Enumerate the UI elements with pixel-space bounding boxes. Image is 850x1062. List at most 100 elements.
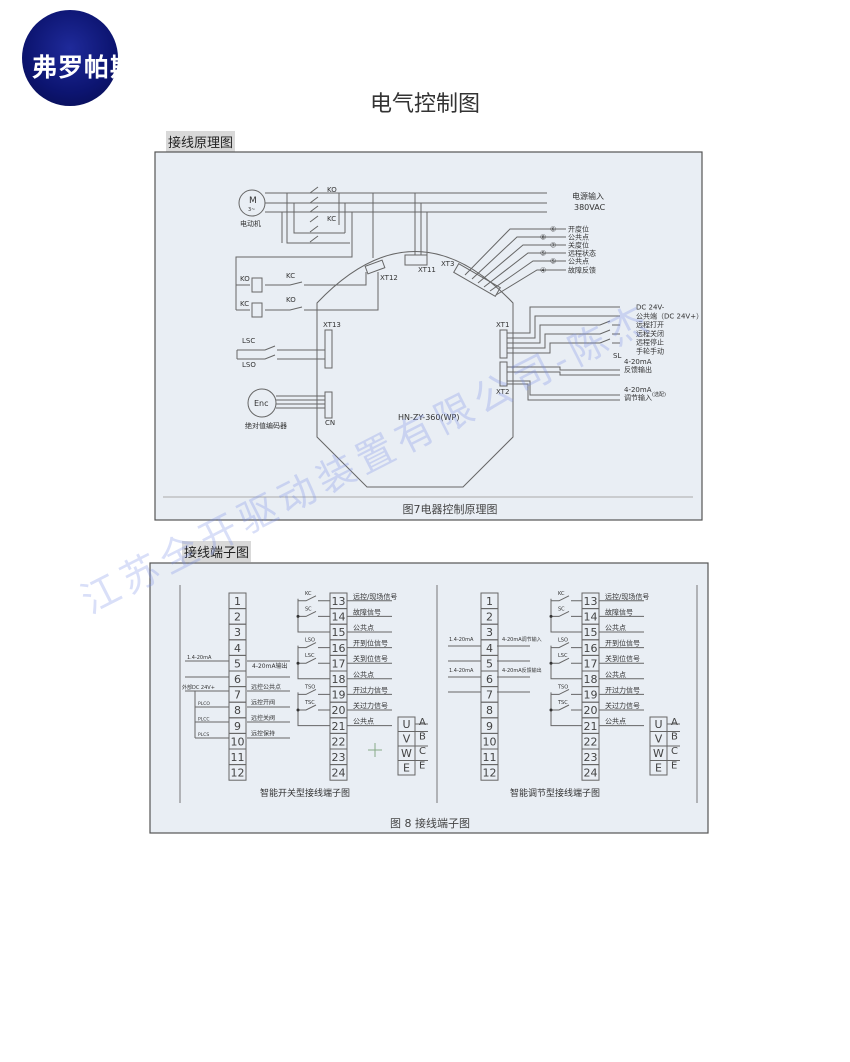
terminal-number: 20 — [584, 704, 598, 717]
terminal-number: 12 — [231, 767, 245, 780]
xt1-connector — [499, 329, 508, 359]
switch-group — [297, 642, 330, 680]
terminal-number: 8 — [486, 704, 493, 717]
xt13-connector — [324, 329, 333, 369]
switch-group — [550, 688, 582, 727]
terminal-number: 24 — [332, 767, 346, 780]
switch-group — [550, 595, 582, 633]
phase-label: B — [671, 732, 678, 743]
phase-label: A — [671, 717, 678, 728]
switch-label: LSO — [558, 638, 568, 644]
terminal-number: 13 — [332, 595, 346, 608]
motor-m: M — [249, 196, 257, 206]
signal-label: 关到位信号 — [605, 654, 640, 663]
power-terminal-label: U — [654, 718, 662, 731]
xt1-label: XT1 — [496, 321, 509, 329]
signal-label: 公共点 — [605, 717, 626, 726]
terminal-number: 9 — [486, 720, 493, 733]
plc-label: PLCO — [198, 701, 210, 707]
encoder-label: 绝对值编码器 — [245, 421, 287, 430]
left-in-range: 1.4-20mA — [187, 655, 212, 661]
xt3-signal-label: 关度位 — [568, 241, 589, 250]
right-panel-caption: 智能调节型接线端子图 — [510, 787, 600, 799]
right-in-range-2: 1.4-20mA — [449, 668, 474, 674]
xt2-label: XT2 — [496, 388, 509, 396]
signal-label: 公共点 — [353, 717, 374, 726]
motor-sub: 3~ — [248, 207, 255, 213]
lsc-label: LSC — [242, 337, 255, 345]
switch-label: LSC — [305, 653, 315, 659]
terminal-number: 1 — [234, 595, 241, 608]
terminal-number: 23 — [332, 751, 346, 764]
section-label-terminals: 接线端子图 — [182, 541, 252, 562]
signal-label: 公共点 — [605, 623, 626, 632]
model-label: HN-ZY-360(WP) — [398, 413, 459, 422]
terminal-number: 9 — [234, 720, 241, 733]
terminal-number: 17 — [332, 657, 346, 670]
logo-text: 弗罗帕斯 — [32, 53, 137, 82]
terminal-number: 4 — [234, 642, 241, 655]
terminal-number: 15 — [332, 626, 346, 639]
xt3-connector — [453, 262, 501, 298]
xt3-number: ④ — [540, 267, 546, 275]
phase-label: B — [419, 732, 426, 743]
terminal-drawings: 123456789101112131415161718192021222324远… — [182, 591, 680, 781]
terminal-number: 13 — [584, 595, 598, 608]
plc-label: PLCC — [198, 717, 210, 723]
switch-label: LSO — [305, 638, 315, 644]
terminal-number: 14 — [584, 611, 598, 624]
left-control-signal: 远控保持 — [251, 730, 275, 738]
terminal-number: 15 — [584, 626, 598, 639]
ko-label: KO — [327, 186, 337, 194]
right-in-range-1: 1.4-20mA — [449, 637, 474, 643]
terminal-left-a — [228, 764, 247, 781]
terminal-number: 16 — [332, 642, 346, 655]
power-voltage: 380VAC — [574, 203, 606, 212]
left-control-signal: 远控关阀 — [251, 714, 275, 722]
lso-label: LSO — [242, 361, 256, 369]
signal-label: 关到位信号 — [353, 654, 388, 663]
switch-label: TSC — [557, 700, 568, 706]
schematic-frame — [154, 151, 703, 521]
power-terminal-label: W — [401, 747, 412, 760]
coil-kc-label: KC — [240, 300, 249, 308]
schematic-drawing: M 3~ 电动机 电源输入 380VAC KO KC XT11 XT12 KO … — [235, 186, 703, 488]
signal-label: 关过力信号 — [353, 701, 388, 710]
signal-label: 开过力信号 — [353, 685, 388, 694]
terminal-number: 18 — [332, 673, 346, 686]
terminal-number: 3 — [486, 626, 493, 639]
right-in-label: 4-20mA调节输入 — [502, 636, 542, 643]
terminal-number: 6 — [234, 673, 241, 686]
terminal-number: 24 — [584, 767, 598, 780]
encoder-symbol-text: Enc — [254, 399, 269, 408]
power-label: 电源输入 — [572, 191, 604, 201]
terminal-number: 2 — [234, 611, 241, 624]
xt2-connector — [499, 361, 508, 387]
xt1-signal-label: 手轮手动 — [636, 347, 664, 356]
controller-outline — [316, 251, 514, 488]
signal-label: 关过力信号 — [605, 701, 640, 710]
xt1-signal-label: 公共端（DC 24V+） — [636, 311, 703, 320]
signal-label: 公共点 — [353, 623, 374, 632]
terminal-number: 19 — [584, 689, 598, 702]
junction-dot — [549, 708, 553, 712]
terminal-caption: 图 8 接线端子图 — [390, 816, 470, 830]
switch-label: TSC — [304, 700, 315, 706]
left-control-signal: 远控开阀 — [251, 699, 275, 707]
terminal-number: 10 — [483, 735, 497, 748]
xt3-number: ⑦ — [550, 242, 556, 250]
terminal-number: 5 — [234, 657, 241, 670]
xt3-number: ⑥ — [550, 226, 556, 234]
left-dc-label: 外部DC 24V+ — [182, 684, 215, 691]
coil-kc-contact: KC — [286, 272, 295, 280]
switch-label: TSO — [304, 684, 315, 690]
coil-ko-contact: KO — [286, 296, 296, 304]
schematic-caption: 图7电器控制原理图 — [403, 502, 498, 516]
signal-label: 公共点 — [353, 670, 374, 679]
junction-dot — [296, 614, 300, 618]
motor-label: 电动机 — [240, 219, 261, 228]
terminal-number: 21 — [332, 720, 346, 733]
section-label-schematic: 接线原理图 — [166, 131, 236, 152]
xt1-signal-label: DC 24V- — [636, 304, 665, 312]
terminal-number: 8 — [234, 704, 241, 717]
